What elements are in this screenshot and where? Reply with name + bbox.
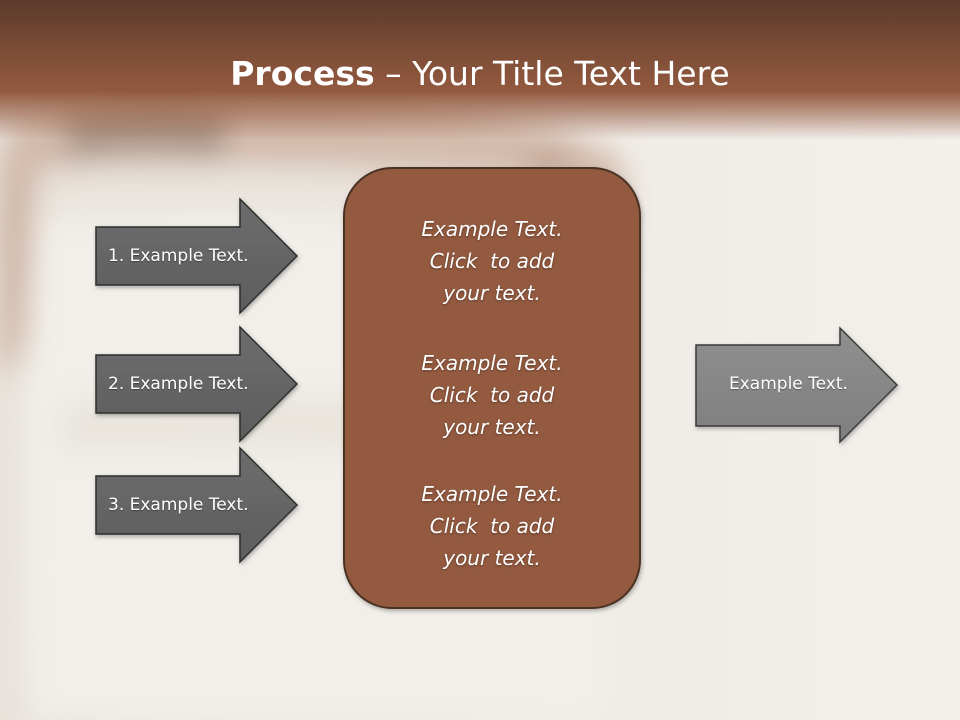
title-bold-text: Process <box>230 54 375 93</box>
center-text-block-3: Example Text. Click to add your text. <box>346 478 638 574</box>
output-arrow-label: Example Text. <box>729 374 848 394</box>
center-text-line: Example Text. <box>421 351 563 375</box>
center-text-line: Click to add <box>429 383 555 407</box>
center-text-line: your text. <box>443 281 541 305</box>
slide-title[interactable]: Process – Your Title Text Here <box>0 52 960 96</box>
title-rest-text: – Your Title Text Here <box>374 54 730 93</box>
center-text-line: Example Text. <box>421 482 563 506</box>
input-arrow-1[interactable] <box>95 197 299 315</box>
input-arrow-2-label: 2. Example Text. <box>108 374 249 394</box>
center-text-line: your text. <box>443 415 541 439</box>
input-arrow-1-label: 1. Example Text. <box>108 246 249 266</box>
input-arrow-2[interactable] <box>95 325 299 443</box>
center-text-line: Example Text. <box>421 217 563 241</box>
output-arrow[interactable] <box>695 326 899 444</box>
center-text-block-1: Example Text. Click to add your text. <box>346 213 638 309</box>
center-text-line: Click to add <box>429 249 555 273</box>
center-text-line: Click to add <box>429 514 555 538</box>
center-text-line: your text. <box>443 546 541 570</box>
input-arrow-3-label: 3. Example Text. <box>108 495 249 515</box>
title-band <box>0 0 960 140</box>
center-text-block-2: Example Text. Click to add your text. <box>346 347 638 443</box>
center-process-box[interactable] <box>343 167 641 609</box>
input-arrow-3[interactable] <box>95 446 299 564</box>
